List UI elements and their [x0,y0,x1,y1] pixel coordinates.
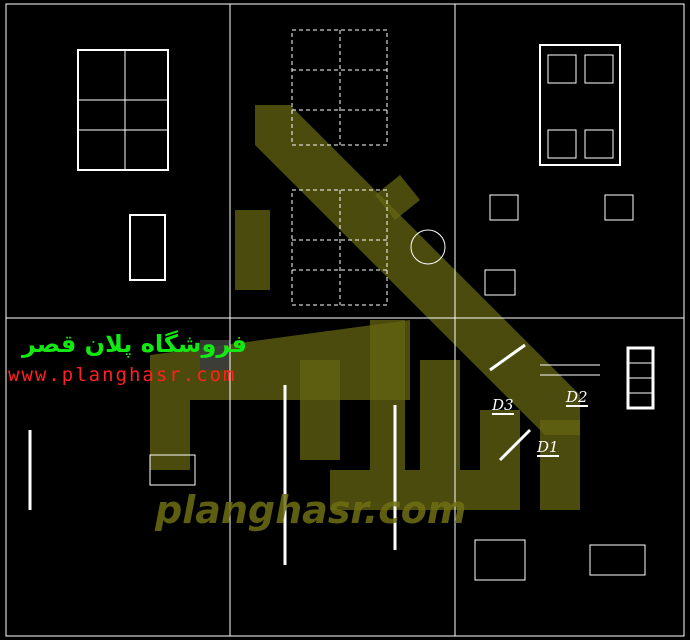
plan-drawings [28,29,655,581]
watermark-logo-url: planghasr.com [155,488,467,532]
watermark-url: www.planghasr.com [8,364,237,386]
detail-label-d3: D3 [492,396,514,415]
detail-label-d1: D1 [537,438,559,457]
detail-label-d2: D2 [566,388,588,407]
sheet-frame [5,3,685,637]
watermark-logo [150,105,580,510]
watermark-store-name: فروشگاه پلان قصر [22,330,248,358]
